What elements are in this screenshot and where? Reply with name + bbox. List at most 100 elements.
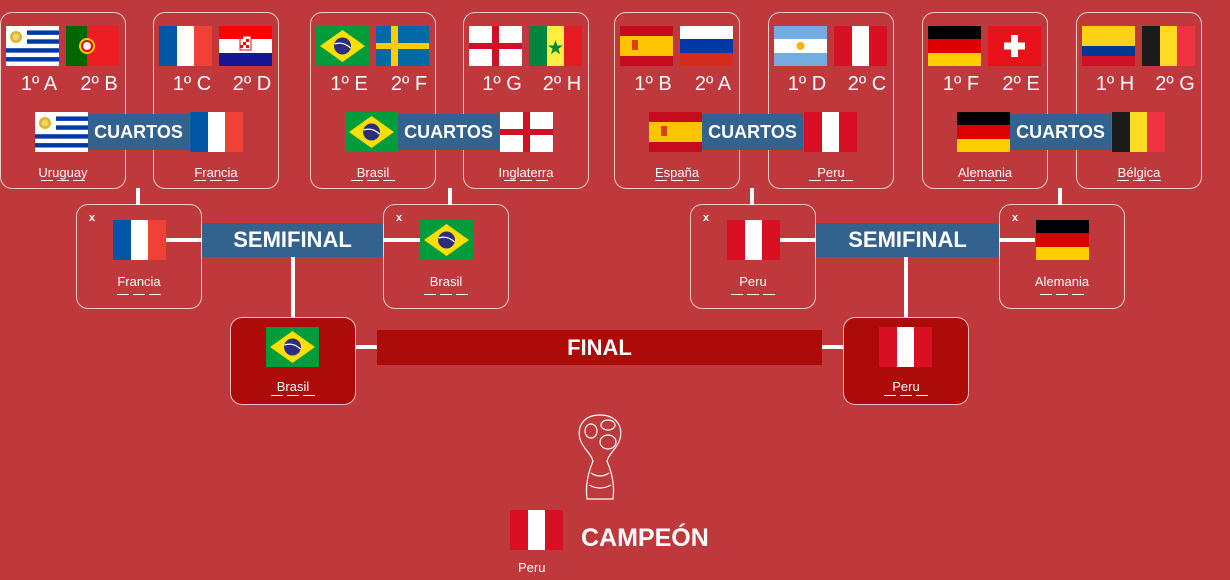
brazil-flag-icon bbox=[420, 220, 473, 260]
connector-line bbox=[448, 188, 452, 205]
semifinal-label: SEMIFINAL bbox=[202, 223, 383, 257]
peru-flag-icon bbox=[510, 510, 563, 550]
group-position-label: 2º A bbox=[694, 73, 732, 95]
quarterfinal-label: CUARTOS bbox=[1010, 114, 1111, 150]
team-name: Peru bbox=[739, 274, 767, 289]
peru-flag-icon bbox=[804, 112, 857, 152]
connector-line bbox=[291, 256, 295, 318]
score-placeholder bbox=[690, 294, 816, 295]
champion-label: CAMPEÓN bbox=[581, 524, 709, 552]
england-flag-icon bbox=[469, 26, 522, 66]
belgium-flag-icon bbox=[1112, 112, 1165, 152]
connector-line bbox=[136, 188, 140, 205]
team-name: Alemania bbox=[957, 165, 1013, 180]
portugal-flag-icon bbox=[66, 26, 119, 66]
semifinal-team-box[interactable] bbox=[999, 204, 1125, 309]
score-placeholder bbox=[463, 180, 589, 181]
connector-line bbox=[166, 238, 206, 242]
group-position-label: 1º H bbox=[1095, 73, 1135, 95]
group-position-label: 2º E bbox=[1002, 73, 1040, 95]
group-position-label: 1º F bbox=[942, 73, 980, 95]
team-name: Uruguay bbox=[38, 165, 88, 180]
group-position-label: 2º C bbox=[847, 73, 887, 95]
croatia-flag-icon bbox=[219, 26, 272, 66]
england-flag-icon bbox=[500, 112, 553, 152]
germany-flag-icon bbox=[957, 112, 1010, 152]
colombia-flag-icon bbox=[1082, 26, 1135, 66]
group-position-label: 1º D bbox=[787, 73, 827, 95]
semifinal-team-box[interactable] bbox=[76, 204, 202, 309]
team-name: Brasil bbox=[276, 379, 310, 394]
connector-line bbox=[995, 238, 1035, 242]
group-position-label: 1º A bbox=[20, 73, 58, 95]
team-name: Alemania bbox=[1034, 274, 1090, 289]
team-name: Francia bbox=[117, 274, 161, 289]
score-placeholder bbox=[999, 294, 1125, 295]
uruguay-flag-icon bbox=[35, 112, 88, 152]
group-position-label: 2º D bbox=[232, 73, 272, 95]
argentina-flag-icon bbox=[774, 26, 827, 66]
score-placeholder bbox=[768, 180, 894, 181]
sweden-flag-icon bbox=[376, 26, 429, 66]
score-placeholder bbox=[614, 180, 740, 181]
remove-icon[interactable]: x bbox=[89, 212, 96, 224]
group-box[interactable] bbox=[0, 12, 126, 189]
connector-line bbox=[1058, 188, 1062, 205]
brazil-flag-icon bbox=[345, 112, 398, 152]
group-position-label: 2º G bbox=[1155, 73, 1195, 95]
team-name: Peru bbox=[817, 165, 845, 180]
spain-flag-icon bbox=[620, 26, 673, 66]
connector-line bbox=[780, 238, 820, 242]
peru-flag-icon bbox=[834, 26, 887, 66]
score-placeholder bbox=[922, 180, 1048, 181]
group-box[interactable] bbox=[768, 12, 894, 189]
score-placeholder bbox=[230, 395, 356, 396]
team-name: Brasil bbox=[356, 165, 390, 180]
france-flag-icon bbox=[113, 220, 166, 260]
group-box[interactable] bbox=[153, 12, 279, 189]
score-placeholder bbox=[153, 180, 279, 181]
group-position-label: 1º E bbox=[330, 73, 368, 95]
semifinal-team-box[interactable] bbox=[690, 204, 816, 309]
group-box[interactable] bbox=[463, 12, 589, 189]
peru-flag-icon bbox=[879, 327, 932, 367]
score-placeholder bbox=[310, 180, 436, 181]
peru-flag-icon bbox=[727, 220, 780, 260]
score-placeholder bbox=[0, 180, 126, 181]
remove-icon[interactable]: x bbox=[703, 212, 710, 224]
russia-flag-icon bbox=[680, 26, 733, 66]
team-name: Francia bbox=[194, 165, 238, 180]
group-position-label: 2º F bbox=[390, 73, 428, 95]
semifinal-label: SEMIFINAL bbox=[816, 223, 999, 257]
france-flag-icon bbox=[159, 26, 212, 66]
group-position-label: 2º B bbox=[80, 73, 118, 95]
group-position-label: 1º G bbox=[482, 73, 522, 95]
uruguay-flag-icon bbox=[6, 26, 59, 66]
team-name: Inglaterra bbox=[498, 165, 554, 180]
team-name: Bélgica bbox=[1117, 165, 1161, 180]
connector-line bbox=[750, 188, 754, 205]
score-placeholder bbox=[76, 294, 202, 295]
quarterfinal-label: CUARTOS bbox=[88, 114, 189, 150]
final-label: FINAL bbox=[377, 330, 822, 365]
semifinal-team-box[interactable] bbox=[383, 204, 509, 309]
germany-flag-icon bbox=[928, 26, 981, 66]
remove-icon[interactable]: x bbox=[396, 212, 403, 224]
connector-line bbox=[380, 238, 420, 242]
group-position-label: 2º H bbox=[542, 73, 582, 95]
connector-line bbox=[904, 256, 908, 318]
group-box[interactable] bbox=[1076, 12, 1202, 189]
team-name: España bbox=[654, 165, 700, 180]
senegal-flag-icon bbox=[529, 26, 582, 66]
brazil-flag-icon bbox=[266, 327, 319, 367]
brazil-flag-icon bbox=[316, 26, 369, 66]
group-box[interactable] bbox=[922, 12, 1048, 189]
spain-flag-icon bbox=[649, 112, 702, 152]
trophy-icon bbox=[575, 413, 625, 503]
group-box[interactable] bbox=[614, 12, 740, 189]
score-placeholder bbox=[843, 395, 969, 396]
team-name: Peru bbox=[892, 379, 920, 394]
group-position-label: 1º B bbox=[634, 73, 672, 95]
group-box[interactable] bbox=[310, 12, 436, 189]
remove-icon[interactable]: x bbox=[1012, 212, 1019, 224]
